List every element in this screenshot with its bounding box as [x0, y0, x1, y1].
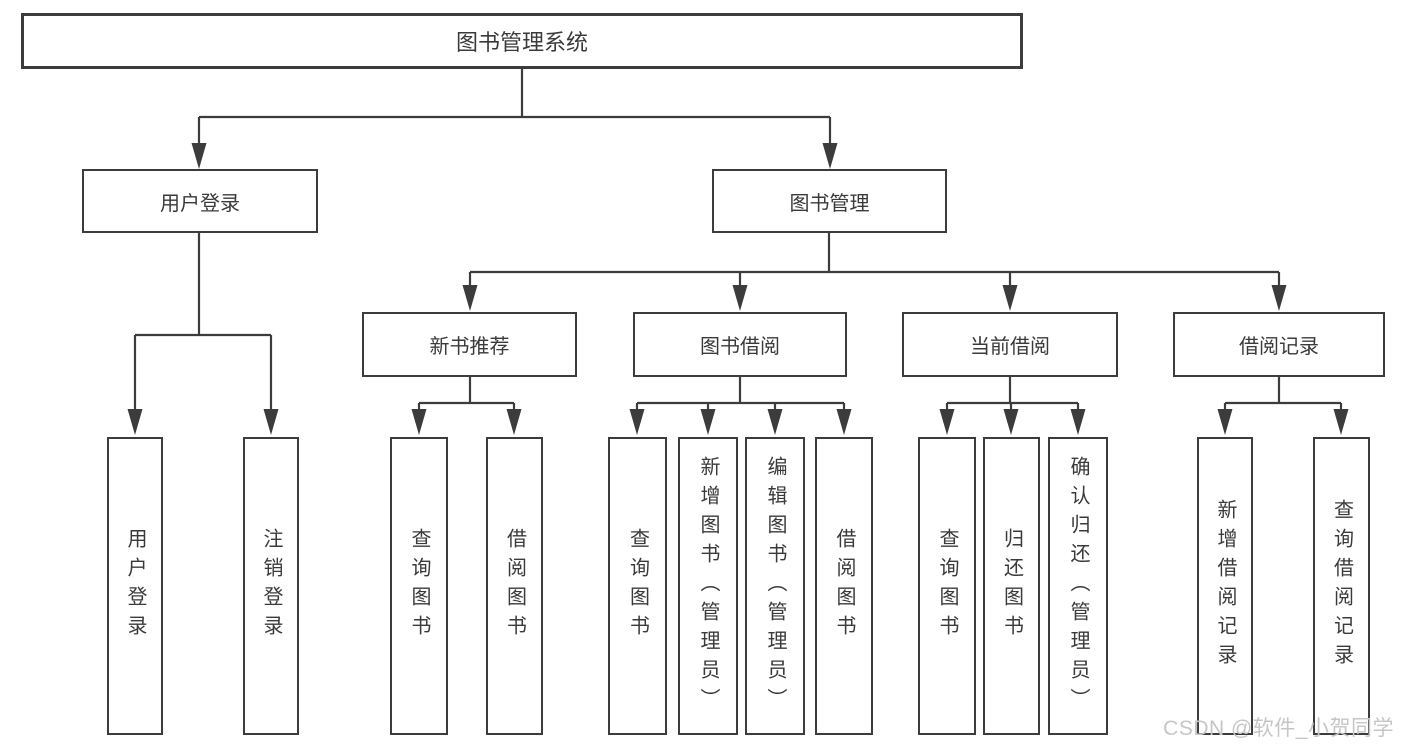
node-query-books-recommend: 查询图书	[390, 437, 448, 735]
node-library-system-label: 图书管理系统	[455, 30, 588, 55]
csdn-watermark: CSDN @软件_小贺同学	[1163, 717, 1394, 740]
node-login: 用户登录	[107, 437, 163, 735]
node-add-book-admin-label: 新增图书（管理员）	[697, 455, 719, 717]
node-edit-book-admin-label: 编辑图书（管理员）	[764, 455, 786, 717]
node-confirm-return-admin: 确认归还（管理员）	[1048, 437, 1108, 735]
connector-borrowing-records	[1217, 377, 1349, 435]
node-query-books-current: 查询图书	[918, 437, 976, 735]
node-borrow-books-recommend: 借阅图书	[486, 437, 543, 735]
connector-current-borrowing	[939, 377, 1086, 435]
node-borrow-books: 借阅图书	[815, 437, 873, 735]
node-book-borrowing-label: 图书借阅	[700, 336, 780, 358]
node-borrowing-records-label: 借阅记录	[1239, 336, 1319, 358]
node-user-login-label: 用户登录	[160, 192, 240, 215]
connector-root	[191, 69, 838, 169]
node-query-books-borrowing: 查询图书	[608, 437, 667, 735]
connector-book-borrowing	[629, 377, 852, 435]
node-return-book-label: 归还图书	[1000, 528, 1023, 644]
node-return-book: 归还图书	[983, 437, 1040, 735]
node-confirm-return-admin-label: 确认归还（管理员）	[1067, 455, 1089, 717]
node-borrow-books-recommend-label: 借阅图书	[503, 528, 526, 644]
node-book-borrowing: 图书借阅	[633, 312, 847, 377]
node-add-borrow-record-label: 新增借阅记录	[1214, 499, 1236, 673]
node-current-borrowing-label: 当前借阅	[970, 336, 1050, 358]
node-query-books-recommend-label: 查询图书	[408, 528, 430, 644]
node-logout-label: 注销登录	[260, 528, 282, 644]
node-query-books-borrowing-label: 查询图书	[626, 528, 649, 644]
node-library-system: 图书管理系统	[21, 13, 1023, 69]
node-edit-book-admin: 编辑图书（管理员）	[745, 437, 805, 735]
node-borrow-books-label: 借阅图书	[833, 528, 855, 644]
node-new-book-recommendation: 新书推荐	[362, 312, 577, 377]
node-new-book-recommendation-label: 新书推荐	[429, 336, 510, 358]
node-query-borrow-record-label: 查询借阅记录	[1330, 499, 1353, 673]
connector-user-login	[127, 233, 279, 435]
node-query-books-current-label: 查询图书	[936, 528, 958, 644]
node-borrowing-records: 借阅记录	[1173, 312, 1385, 377]
node-user-login: 用户登录	[82, 169, 318, 233]
connector-book-management	[462, 233, 1287, 311]
node-book-management-label: 图书管理	[789, 192, 870, 215]
node-current-borrowing: 当前借阅	[902, 312, 1118, 377]
node-add-borrow-record: 新增借阅记录	[1197, 437, 1253, 735]
node-add-book-admin: 新增图书（管理员）	[678, 437, 738, 735]
node-logout: 注销登录	[243, 437, 299, 735]
node-login-label: 用户登录	[124, 528, 146, 644]
node-query-borrow-record: 查询借阅记录	[1313, 437, 1370, 735]
node-book-management: 图书管理	[712, 169, 947, 233]
connector-new-book-recommendation	[411, 377, 522, 435]
